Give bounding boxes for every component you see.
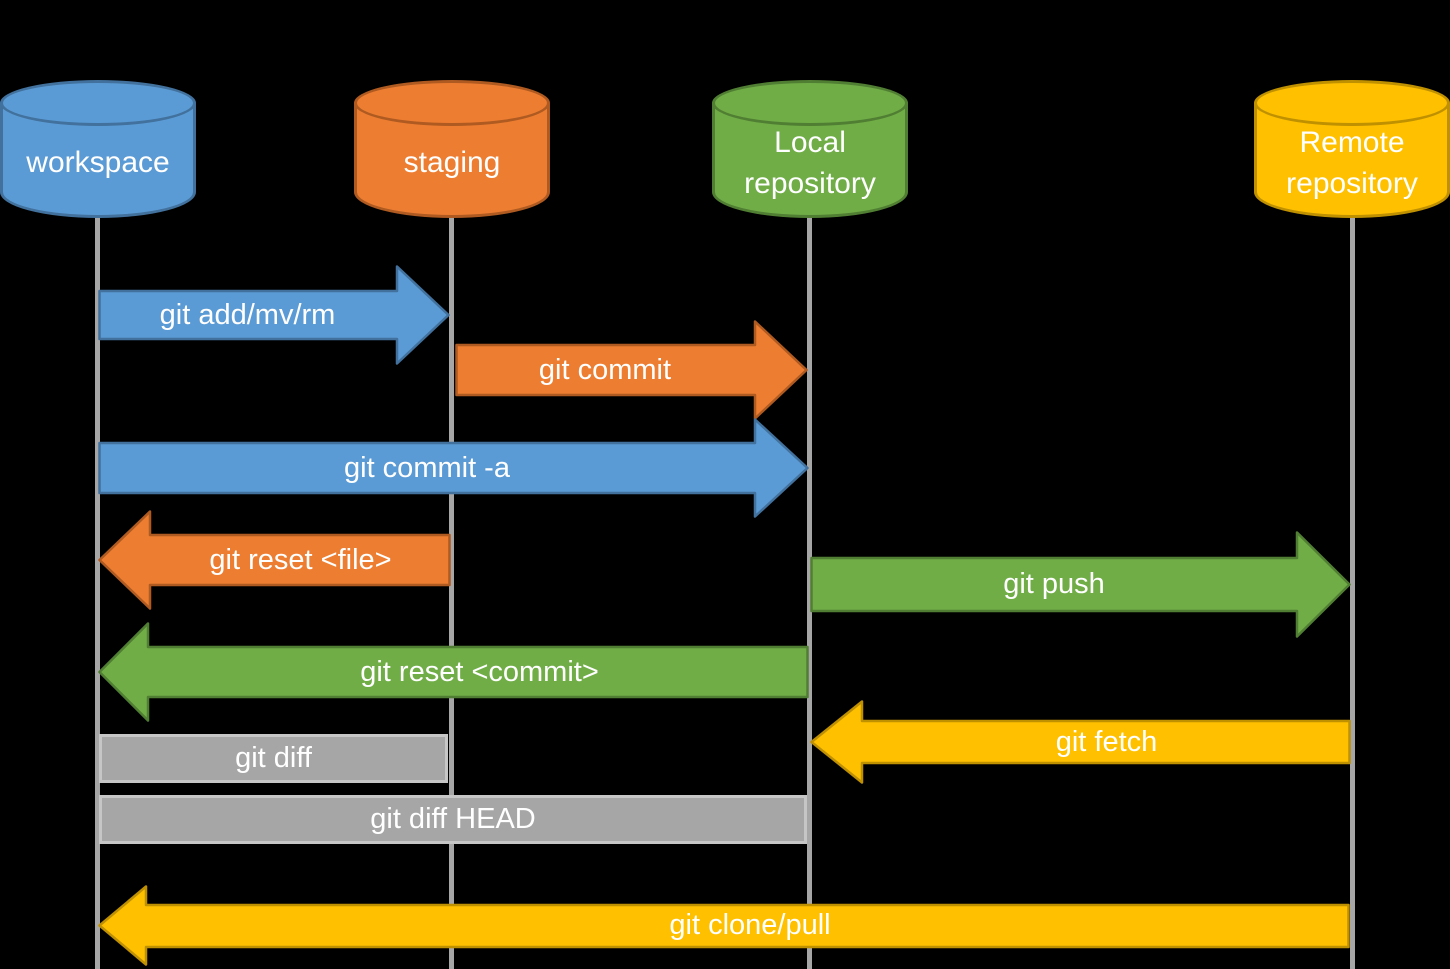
- right-arrow-shape: [98, 418, 809, 518]
- node-label: Local repository: [744, 125, 876, 200]
- arrow-label: git add/mv/rm: [159, 298, 336, 331]
- arrow-git-fetch: git fetch: [810, 700, 1351, 784]
- bar-label: git diff: [235, 742, 312, 774]
- arrow-label: git reset <file>: [209, 543, 392, 576]
- left-arrow-shape: [98, 885, 1350, 966]
- left-arrow-shape: [98, 510, 451, 610]
- arrow-git-clone-pull: git clone/pull: [98, 885, 1350, 966]
- bar-git-diff: git diff: [99, 734, 448, 783]
- arrow-label: git reset <commit>: [360, 655, 599, 688]
- left-arrow-shape: [98, 622, 809, 722]
- node-workspace: workspace: [0, 80, 196, 218]
- arrow-git-reset-commit: git reset <commit>: [98, 622, 809, 722]
- cylinder-top: [1254, 80, 1450, 126]
- cylinder-top: [0, 80, 196, 126]
- node-remote-repository: Remote repository: [1254, 80, 1450, 218]
- node-label: workspace: [26, 146, 170, 180]
- cylinder-body: [712, 103, 908, 218]
- arrow-label: git commit -a: [344, 451, 510, 484]
- right-arrow-shape: [810, 531, 1351, 638]
- node-local-repository: Local repository: [712, 80, 908, 218]
- bar-git-diff-head: git diff HEAD: [99, 795, 807, 844]
- node-staging: staging: [354, 80, 550, 218]
- arrow-git-add-mv-rm: git add/mv/rm: [98, 265, 450, 365]
- node-label: staging: [403, 146, 501, 180]
- right-arrow-shape: [98, 265, 450, 365]
- node-label: Remote repository: [1286, 125, 1418, 200]
- arrow-git-reset-file: git reset <file>: [98, 510, 451, 610]
- arrow-git-push: git push: [810, 531, 1351, 638]
- lifeline-workspace: [95, 210, 100, 969]
- right-arrow-shape: [455, 320, 808, 420]
- lifeline-remote-repository: [1350, 210, 1355, 969]
- cylinder-top: [354, 80, 550, 126]
- cylinder-top: [712, 80, 908, 126]
- cylinder-body: [354, 103, 550, 218]
- arrow-git-commit-a: git commit -a: [98, 418, 809, 518]
- left-arrow-shape: [810, 700, 1351, 784]
- bar-label: git diff HEAD: [370, 803, 536, 835]
- arrow-label: git clone/pull: [669, 909, 831, 941]
- lifeline-local-repository: [807, 210, 812, 969]
- lifeline-staging: [449, 210, 454, 969]
- arrow-label: git fetch: [1055, 725, 1158, 758]
- arrow-git-commit: git commit: [455, 320, 808, 420]
- arrow-label: git push: [1003, 568, 1105, 600]
- arrow-label: git commit: [538, 353, 672, 386]
